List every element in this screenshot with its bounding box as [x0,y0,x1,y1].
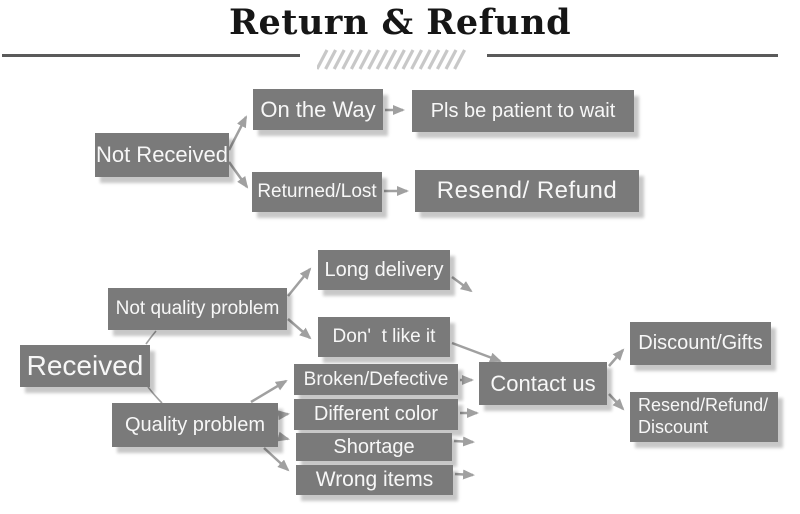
hatch-decoration-icon [317,49,467,70]
arrow-not-quality-to-long-delivery [287,267,312,297]
page-title: Return & Refund [228,2,572,43]
arrow-dont-like-it-to-contact-us [451,341,502,363]
node-shortage: Shortage [296,433,452,461]
node-resend-refund: Resend/ Refund [415,170,639,212]
line-received-to-not-quality-problem [145,330,157,345]
node-discount-gifts: Discount/Gifts [630,322,771,365]
divider-right [487,54,778,57]
arrow-not-quality-to-dont-like-it [287,318,312,340]
node-dont-like-it: Don' t like it [318,317,450,357]
arrow-contact-us-to-discount-gifts [608,348,625,367]
divider-left [2,54,300,57]
line-received-to-quality-problem [147,386,163,404]
arrow-quality-to-different-color [277,410,290,421]
arrow-quality-to-wrong-items [263,447,290,472]
node-different-color: Different color [294,399,458,430]
node-contact-us: Contact us [479,362,607,405]
arrow-not-received-to-returned-lost [227,161,249,189]
node-long-delivery: Long delivery [318,250,450,290]
arrow-quality-to-broken-defective [250,379,288,404]
arrow-quality-to-shortage [277,431,290,442]
node-received: Received [20,345,150,387]
arrow-shortage-stub [453,436,475,447]
node-resend-refund-discount: Resend/Refund/ Discount [630,392,778,442]
node-not-quality-problem: Not quality problem [108,288,287,330]
arrow-not-received-to-on-the-way [227,115,248,151]
arrow-long-delivery-stub [451,275,473,293]
node-quality-problem: Quality problem [112,403,278,447]
node-not-received: Not Received [95,133,229,177]
node-broken-defective: Broken/Defective [294,364,458,395]
arrow-contact-us-to-resend-discount [608,393,625,411]
node-returned-lost: Returned/Lost [252,172,382,212]
node-on-the-way: On the Way [253,89,383,130]
node-wrong-items: Wrong items [296,465,453,495]
arrow-wrong-items-stub [454,469,475,480]
node-pls-be-patient: Pls be patient to wait [412,90,634,132]
